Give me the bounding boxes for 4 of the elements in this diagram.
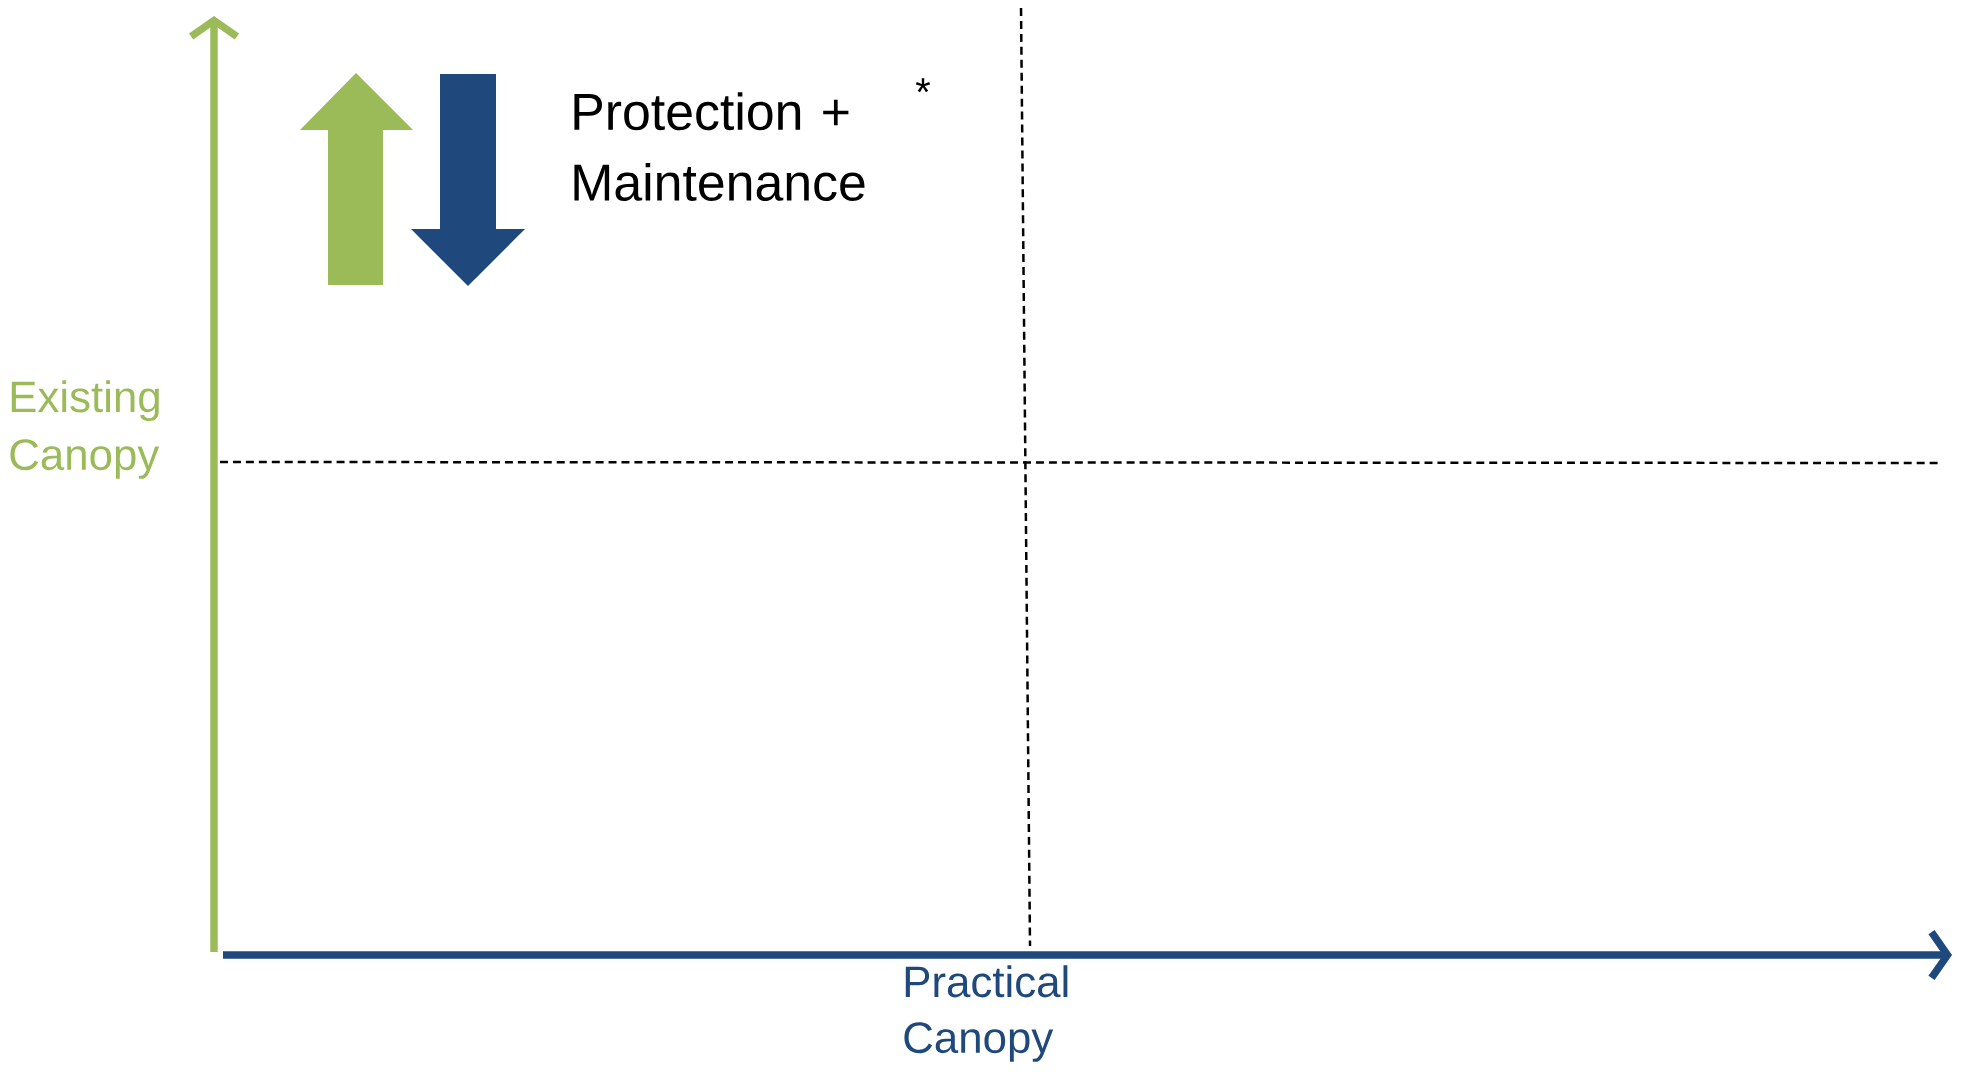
footnote-mark: * [915, 78, 931, 93]
axis-label: Existing Canopy [10, 380, 160, 479]
heading-text: Protection + Maintenance [574, 92, 865, 201]
axis-label: Practical Canopy [904, 965, 1068, 1062]
